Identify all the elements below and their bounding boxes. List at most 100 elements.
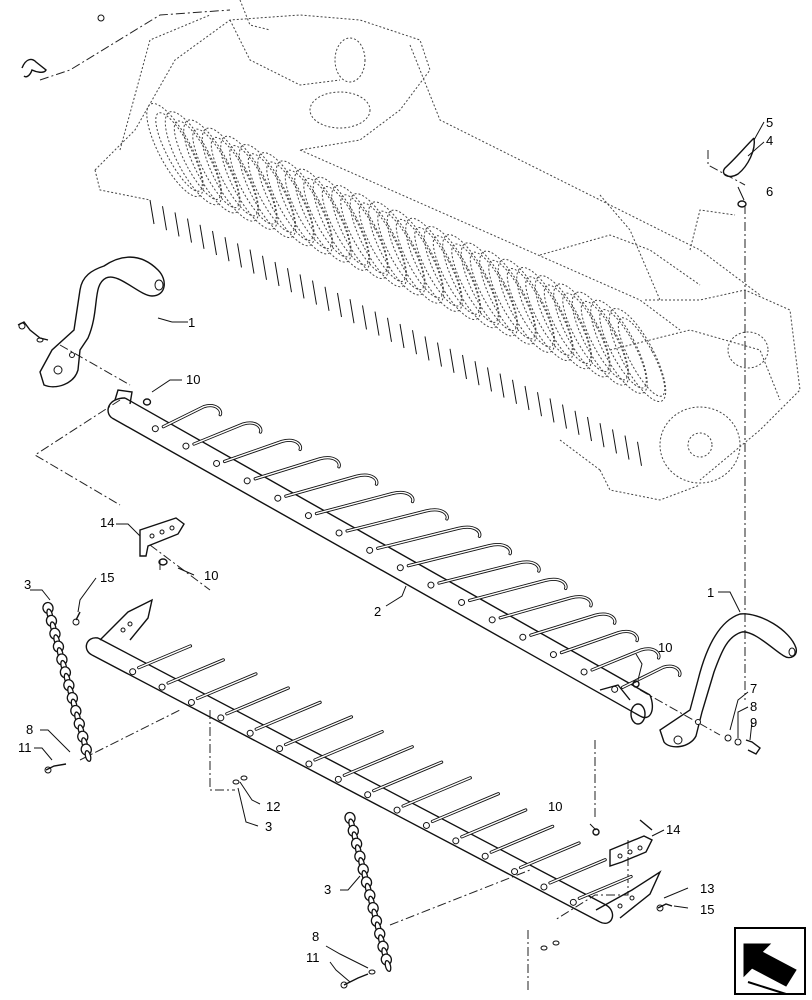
part-1-bracket-left[interactable] <box>39 256 165 388</box>
washer-12[interactable] <box>232 775 248 785</box>
tine-inner <box>162 404 222 428</box>
callout-6[interactable]: 6 <box>766 184 773 199</box>
callout-1[interactable]: 1 <box>707 585 714 600</box>
part-10-nut-left[interactable] <box>158 558 168 566</box>
rotor-disc-inner <box>414 227 462 307</box>
washer-bottom[interactable] <box>540 940 560 951</box>
part-1-bracket-right[interactable] <box>659 613 798 748</box>
callout-7[interactable]: 7 <box>750 681 757 696</box>
callout-1[interactable]: 1 <box>188 315 195 330</box>
tine <box>192 421 263 446</box>
rotor-disc-inner <box>395 218 444 299</box>
bolt-15-left[interactable] <box>72 611 81 626</box>
bar-hole <box>549 651 557 659</box>
rotor-tooth <box>262 255 267 280</box>
rotor-tooth <box>199 224 205 249</box>
rotor-disc-inner <box>525 276 573 356</box>
rotor-tooth <box>637 441 642 466</box>
arrow-back-icon[interactable] <box>734 927 806 995</box>
rotor-tooth <box>337 292 342 318</box>
rotor-tooth <box>612 429 617 454</box>
bolt-15-right[interactable] <box>656 903 673 912</box>
rotor-disc <box>257 152 315 247</box>
rotor-tooth <box>499 373 505 398</box>
rotor-disc <box>368 201 426 296</box>
bolt-left-top[interactable] <box>17 321 49 343</box>
callout-10[interactable]: 10 <box>204 568 218 583</box>
part-3-chain-left[interactable] <box>42 601 93 762</box>
callout-8[interactable]: 8 <box>312 929 319 944</box>
tine-inner <box>407 543 512 567</box>
part-7-8-9-bolt-stack[interactable] <box>724 734 761 755</box>
callout-3[interactable]: 3 <box>324 882 331 897</box>
rotor-disc-inner <box>562 292 610 373</box>
part-14-plate-right[interactable] <box>609 819 653 867</box>
bar-hole <box>276 745 284 753</box>
rotor-disc <box>220 135 278 230</box>
tine-inner <box>254 457 340 480</box>
bar-hole <box>304 512 312 520</box>
callout-4[interactable]: 4 <box>766 133 773 148</box>
callout-8[interactable]: 8 <box>750 699 757 714</box>
part-6-bushing[interactable] <box>737 200 747 208</box>
bar-hole <box>611 685 619 693</box>
pin-top-left[interactable] <box>21 14 105 78</box>
callout-3[interactable]: 3 <box>24 577 31 592</box>
tine <box>559 629 639 655</box>
rotor-disc <box>571 291 630 386</box>
tine-inner <box>431 793 500 823</box>
rotor-disc-inner <box>155 112 203 192</box>
callout-8[interactable]: 8 <box>26 722 33 737</box>
part-10-nut-right[interactable] <box>632 680 640 688</box>
callout-15[interactable]: 15 <box>700 902 714 917</box>
bar-hole <box>366 546 374 554</box>
callout-14[interactable]: 14 <box>666 822 680 837</box>
callout-5[interactable]: 5 <box>766 115 773 130</box>
callout-15[interactable]: 15 <box>100 570 114 585</box>
rotor-disc <box>312 176 371 271</box>
callout-14[interactable]: 14 <box>100 515 114 530</box>
rotor-tooth <box>162 206 167 231</box>
rotor-disc <box>146 102 204 198</box>
rotor-tooth <box>424 336 430 361</box>
callout-10[interactable]: 10 <box>186 372 200 387</box>
callout-10[interactable]: 10 <box>548 799 562 814</box>
callout-12[interactable]: 12 <box>266 799 280 814</box>
bar-hole <box>274 494 282 502</box>
part-2-tine-bar-upper[interactable] <box>107 389 682 725</box>
callout-10[interactable]: 10 <box>658 640 672 655</box>
tine-inner <box>591 648 660 671</box>
bar-hole <box>393 806 401 814</box>
rotor-disc-inner <box>340 194 388 274</box>
bar-hole <box>334 775 342 783</box>
bolt-11-left[interactable] <box>44 763 67 774</box>
rotor-disc <box>275 160 334 255</box>
callout-2[interactable]: 2 <box>374 604 381 619</box>
bar-hole <box>569 898 577 906</box>
bolt-11-bottom[interactable] <box>340 969 376 989</box>
part-14-plate-left[interactable] <box>139 517 185 557</box>
callout-9[interactable]: 9 <box>750 715 757 730</box>
rotor-disc-inner <box>543 284 592 364</box>
rotor-disc-inner <box>451 243 499 323</box>
part-10-nut-lower[interactable] <box>592 828 600 836</box>
rotor-teeth <box>149 199 642 466</box>
rotor-tooth <box>487 367 492 392</box>
callout-13[interactable]: 13 <box>700 881 714 896</box>
callout-11[interactable]: 11 <box>306 950 320 965</box>
part-4-5-pin[interactable] <box>722 137 755 178</box>
rotor-disc-inner <box>506 268 555 348</box>
callout-3[interactable]: 3 <box>265 819 272 834</box>
tine-bar-lower[interactable] <box>85 598 662 924</box>
tine-inner <box>549 859 606 884</box>
part-10-nut-upper[interactable] <box>142 398 152 406</box>
bar-hole <box>217 714 225 722</box>
tine <box>590 647 661 672</box>
callout-11[interactable]: 11 <box>18 740 32 755</box>
part-3-chain-right[interactable] <box>344 811 393 973</box>
rotor-disc <box>183 119 241 214</box>
bar-hole <box>519 633 527 641</box>
tine-inner <box>461 809 527 838</box>
rotor-tooth <box>537 392 542 417</box>
